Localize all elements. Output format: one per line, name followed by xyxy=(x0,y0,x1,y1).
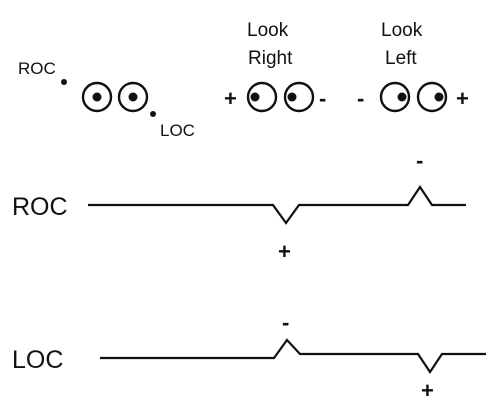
eyes-look-right xyxy=(246,81,315,113)
loc-up-sign: - xyxy=(282,310,289,335)
look-right-pupil2 xyxy=(287,92,297,102)
eye-right-pupil xyxy=(128,92,138,102)
look-left-line1: Look xyxy=(381,20,423,41)
look-right-left-sign: + xyxy=(224,86,237,111)
roc-up-sign: - xyxy=(416,148,423,173)
look-right-right-sign: - xyxy=(319,86,326,111)
look-left-line2: Left xyxy=(385,48,417,69)
look-right-line2: Right xyxy=(248,48,293,69)
eye-left-pupil xyxy=(92,92,102,102)
look-left-eye2 xyxy=(416,81,448,113)
roc-electrode-dot xyxy=(61,79,67,85)
loc-electrode-dot xyxy=(150,111,156,117)
roc-trace-label: ROC xyxy=(12,193,68,221)
look-left-pupil2 xyxy=(434,92,444,102)
eyes-center xyxy=(81,81,149,113)
loc-trace-line xyxy=(100,338,486,374)
look-right-line1: Look xyxy=(247,20,289,41)
loc-down-sign: + xyxy=(421,378,434,400)
look-left-left-sign: - xyxy=(357,86,364,111)
look-left-pupil1 xyxy=(397,92,407,102)
loc-trace-label: LOC xyxy=(12,346,63,374)
roc-down-sign: + xyxy=(278,239,291,264)
look-right-pupil1 xyxy=(250,92,260,102)
roc-trace-line xyxy=(88,185,466,225)
look-left-right-sign: + xyxy=(456,86,469,111)
look-left-eye1 xyxy=(379,81,411,113)
roc-electrode-label: ROC xyxy=(18,59,56,78)
look-right-eye2 xyxy=(283,81,315,113)
eyes-look-left xyxy=(379,81,448,113)
look-right-eye1 xyxy=(246,81,278,113)
loc-electrode-label: LOC xyxy=(160,121,195,140)
